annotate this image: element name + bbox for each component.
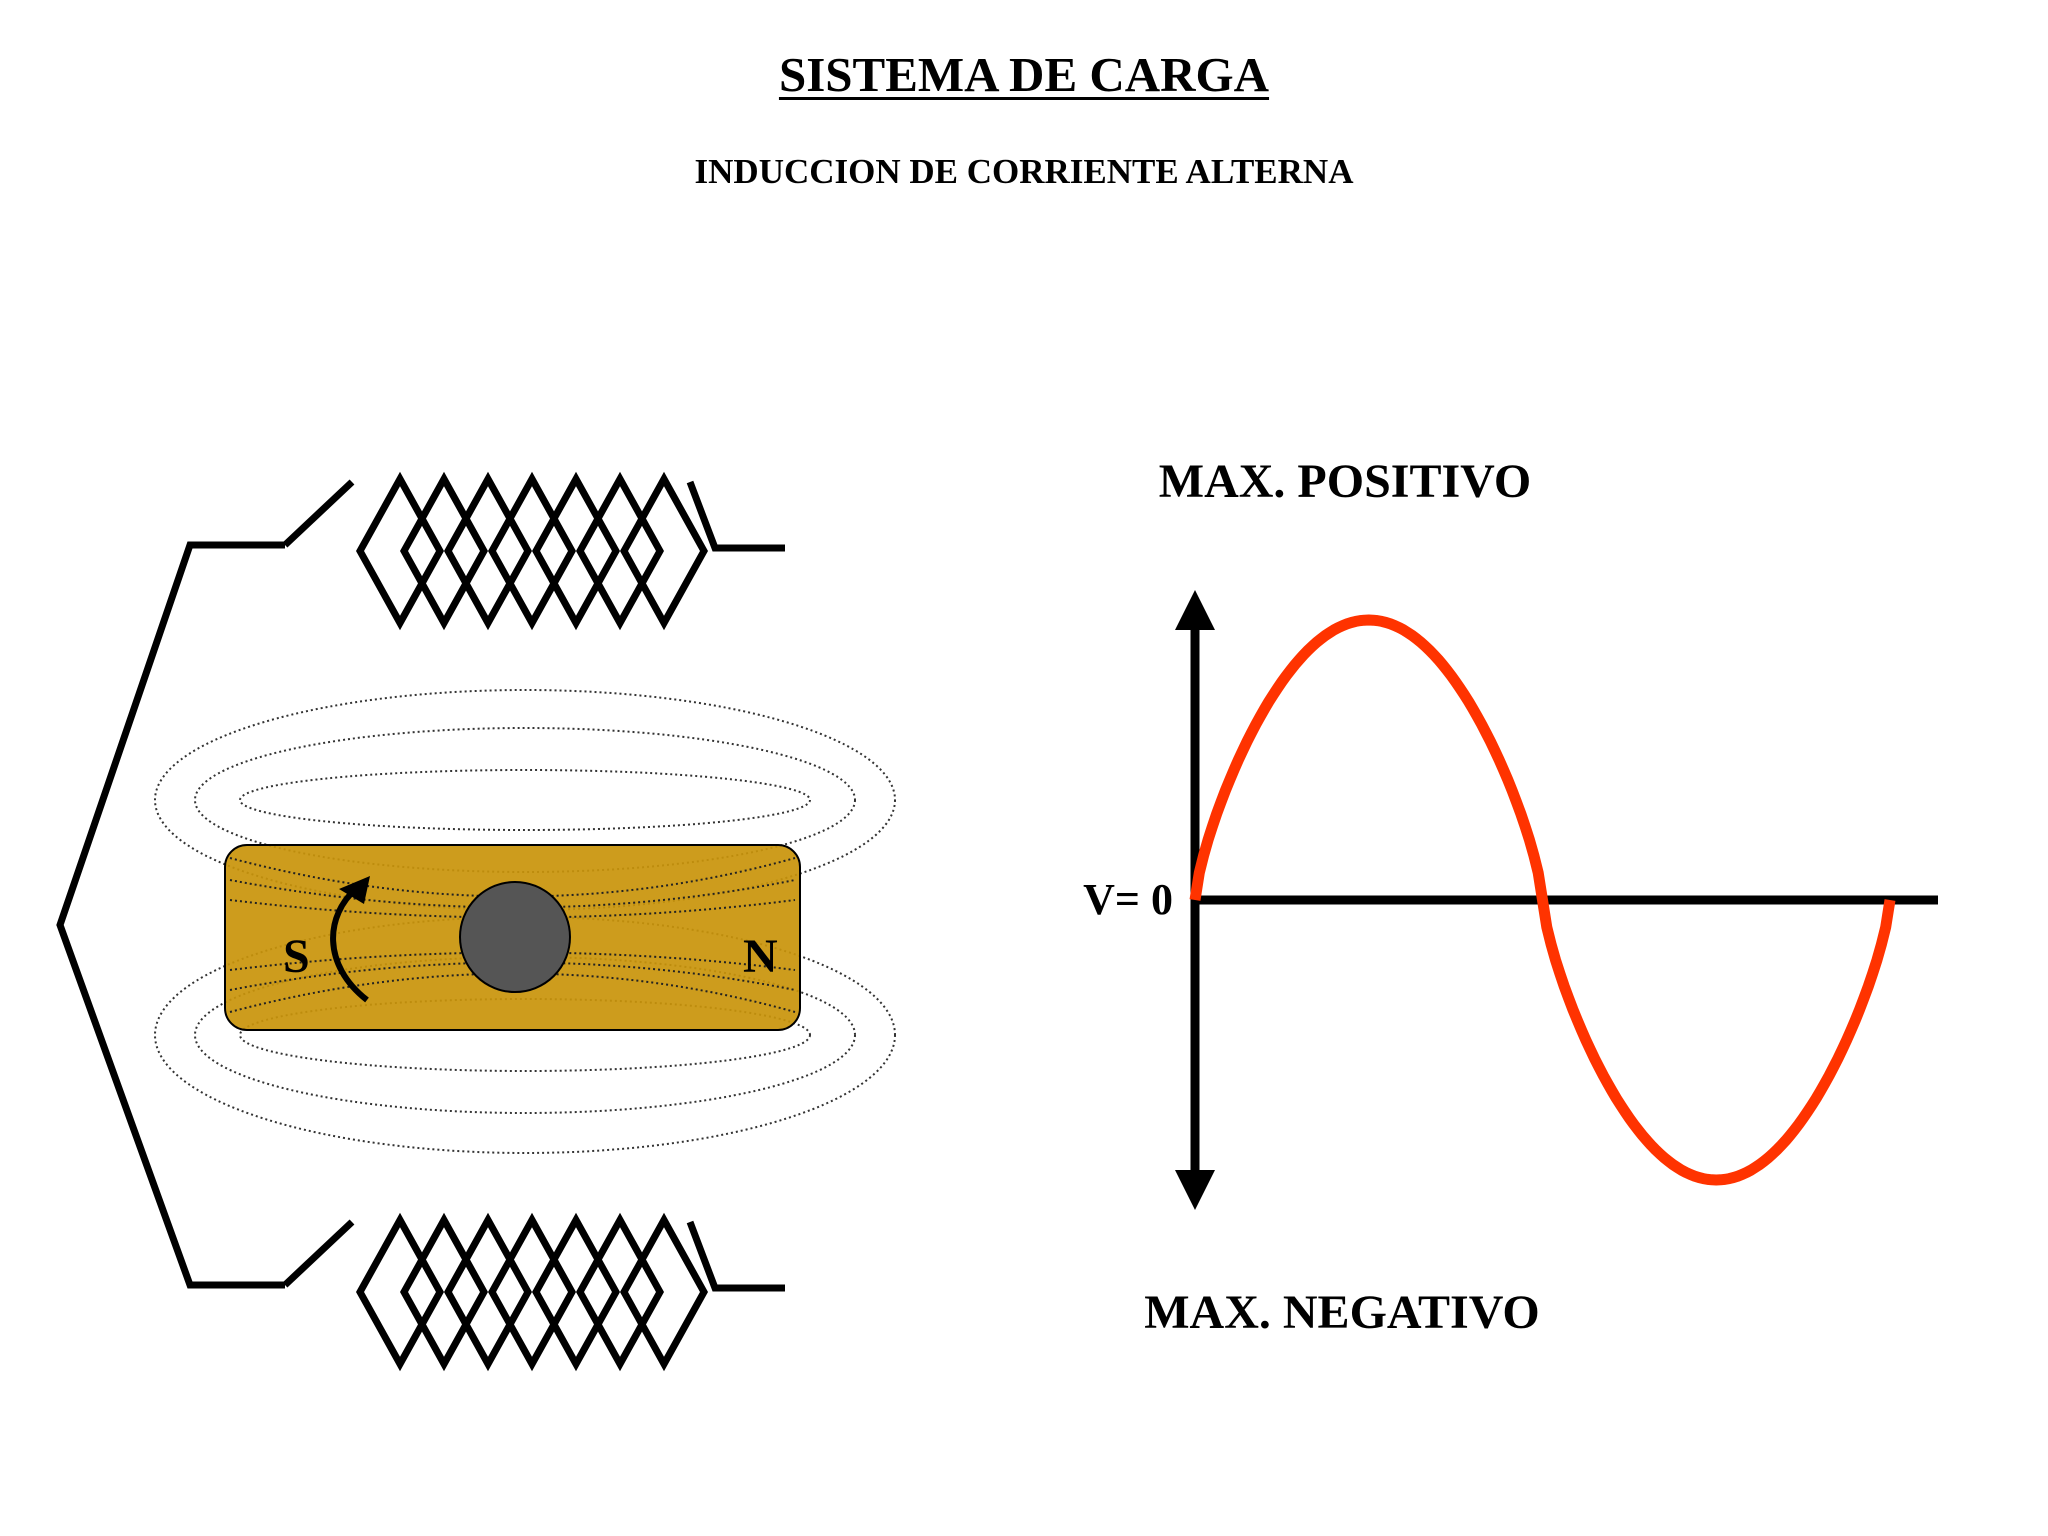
coil-winding-loop — [355, 471, 445, 631]
rotation-arrow — [330, 885, 369, 1003]
arrow-down-icon — [1175, 1170, 1215, 1210]
coil-winding-loop — [575, 1212, 665, 1372]
field-line — [154, 916, 896, 1154]
field-line — [229, 879, 796, 909]
field-line — [194, 727, 856, 873]
top-coil-right-lead — [686, 480, 785, 552]
waveform-axes — [1175, 590, 1938, 1210]
zero-voltage-label: V= 0 — [1083, 875, 1173, 924]
field-line — [239, 769, 811, 831]
south-pole-label: S — [283, 930, 310, 983]
coil-winding-loop — [443, 471, 533, 631]
page-subtitle: INDUCCION DE CORRIENTE ALTERNA — [694, 152, 1354, 191]
coil-winding-loop — [619, 1212, 709, 1372]
coil-winding-loop — [399, 1212, 489, 1372]
field-line — [239, 998, 811, 1072]
arrow-up-icon — [1175, 590, 1215, 630]
rotor-shaft — [459, 881, 571, 993]
coil-winding-loop — [575, 471, 665, 631]
bottom-coil-left-lead — [282, 1219, 355, 1288]
sine-wave — [1189, 614, 1896, 1186]
top-coil-windings — [355, 471, 709, 631]
field-line — [229, 961, 796, 991]
rotation-arrow-head-icon — [339, 876, 370, 904]
page-title-text: SISTEMA DE CARGA — [778, 47, 1270, 102]
coil-winding-loop — [531, 1212, 621, 1372]
bottom-coil-right-lead — [686, 1220, 785, 1292]
coil-winding-loop — [487, 471, 577, 631]
coil-winding-loop — [531, 471, 621, 631]
max-negative-label: MAX. NEGATIVO — [1144, 1286, 1539, 1339]
bottom-coil-windings — [355, 1212, 709, 1372]
coil-winding-loop — [487, 1212, 577, 1372]
connecting-wire — [56, 541, 285, 1289]
max-positive-label: MAX. POSITIVO — [1159, 455, 1531, 508]
coil-winding-loop — [443, 1212, 533, 1372]
page-title: SISTEMA DE CARGA — [0, 46, 2048, 103]
coil-winding-loop — [355, 1212, 445, 1372]
north-pole-label: N — [743, 930, 778, 983]
bottom-coil — [282, 1212, 785, 1372]
top-coil — [282, 471, 785, 631]
coil-winding-loop — [619, 471, 709, 631]
top-coil-left-lead — [282, 479, 355, 548]
coil-winding-loop — [399, 471, 489, 631]
